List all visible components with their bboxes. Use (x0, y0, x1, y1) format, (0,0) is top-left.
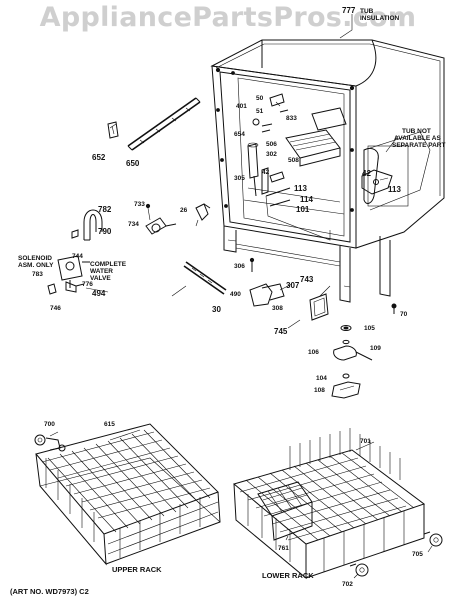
part-label-701: 701 (360, 438, 371, 445)
part-label-782: 782 (98, 205, 112, 214)
part-label-506: 506 (266, 141, 277, 148)
part-label-70: 70 (400, 311, 408, 318)
bracket-parts (252, 93, 331, 241)
complete-valve-note-3: VALVE (90, 275, 111, 282)
hinge-right (361, 169, 393, 195)
dishrack-rail (127, 97, 201, 151)
part-labels: 777 TUB INSULATION TUB NOT AVAILABLE AS … (18, 6, 445, 588)
tub-insulation-note-2: INSULATION (360, 15, 400, 22)
part-label-30: 30 (212, 305, 221, 314)
terminal-block (249, 257, 285, 307)
part-label-700: 700 (44, 421, 55, 428)
part-label-745: 745 (274, 327, 288, 336)
part-label-113-b: 113 (388, 185, 401, 194)
complete-valve-note-1: COMPLETE (90, 261, 127, 268)
upper-rack (35, 423, 221, 566)
tub-insulation-note-1: TUB (360, 8, 374, 15)
part-label-490: 490 (230, 291, 241, 298)
watermark: AppliancePartsPros.com (39, 2, 417, 33)
part-label-783: 783 (32, 271, 43, 278)
part-label-401: 401 (236, 103, 247, 110)
screw (391, 303, 397, 309)
part-label-654: 654 (234, 131, 245, 138)
part-label-790: 790 (98, 227, 112, 236)
part-label-104: 104 (316, 375, 327, 382)
fill-hose (71, 209, 103, 241)
tub-not-available-note-1: TUB NOT (402, 128, 431, 135)
part-label-302: 302 (266, 151, 277, 158)
tub-assembly (210, 39, 445, 303)
art-number: (ART NO. WD7973) C2 (10, 587, 89, 596)
solenoid-note-1: SOLENOID (18, 255, 52, 262)
detergent-module (285, 107, 347, 167)
tub-not-available-note-3: SEPARATE PART (392, 142, 445, 149)
water-valve (47, 255, 90, 295)
tub-not-available-note-2: AVAILABLE AS (394, 135, 441, 142)
part-label-744: 744 (72, 253, 83, 260)
timer-switch (247, 142, 269, 197)
part-label-101: 101 (296, 205, 310, 214)
part-label-42-b: 42 (362, 169, 371, 178)
part-label-307: 307 (286, 281, 300, 290)
part-label-761: 761 (278, 545, 289, 552)
door-latch (195, 203, 211, 221)
part-label-702: 702 (342, 581, 353, 588)
upper-rack-caption: UPPER RACK (112, 565, 162, 574)
solenoid-note-2: ASM. ONLY (18, 262, 54, 269)
part-label-734: 734 (128, 221, 139, 228)
heater-element (183, 261, 227, 295)
part-label-51: 51 (256, 108, 264, 115)
part-label-733: 733 (134, 201, 145, 208)
captions: UPPER RACK LOWER RACK (ART NO. WD7973) C… (10, 565, 314, 596)
part-label-776: 776 (82, 281, 93, 288)
part-label-108: 108 (314, 387, 325, 394)
part-label-113-a: 113 (294, 184, 307, 193)
spray-arm-stack (331, 325, 373, 399)
part-label-705: 705 (412, 551, 423, 558)
spray-arm-parts (145, 203, 177, 235)
part-label-743: 743 (300, 275, 314, 284)
switch-bracket (309, 293, 329, 321)
leader-lines (49, 14, 433, 579)
part-label-42-a: 42 (262, 169, 270, 176)
part-label-777: 777 (342, 6, 356, 15)
part-label-26: 26 (180, 207, 188, 214)
complete-valve-note-2: WATER (90, 268, 113, 275)
part-label-650: 650 (126, 159, 140, 168)
part-label-308: 308 (272, 305, 283, 312)
lower-rack-caption: LOWER RACK (262, 571, 314, 580)
part-label-114: 114 (300, 195, 313, 204)
part-label-109: 109 (370, 345, 381, 352)
part-label-305: 305 (234, 175, 245, 182)
rack-wheel-lower (349, 531, 443, 577)
part-label-508: 508 (288, 157, 299, 164)
part-label-306: 306 (234, 263, 245, 270)
rack-wheel-upper (34, 434, 66, 452)
part-label-106: 106 (308, 349, 319, 356)
lower-rack (232, 428, 426, 580)
rail-end-cap (107, 121, 119, 139)
part-label-50: 50 (256, 95, 264, 102)
part-label-615: 615 (104, 421, 115, 428)
part-label-105: 105 (364, 325, 375, 332)
part-label-494: 494 (92, 289, 106, 298)
part-label-652: 652 (92, 153, 106, 162)
part-label-833: 833 (286, 115, 297, 122)
part-label-746: 746 (50, 305, 61, 312)
